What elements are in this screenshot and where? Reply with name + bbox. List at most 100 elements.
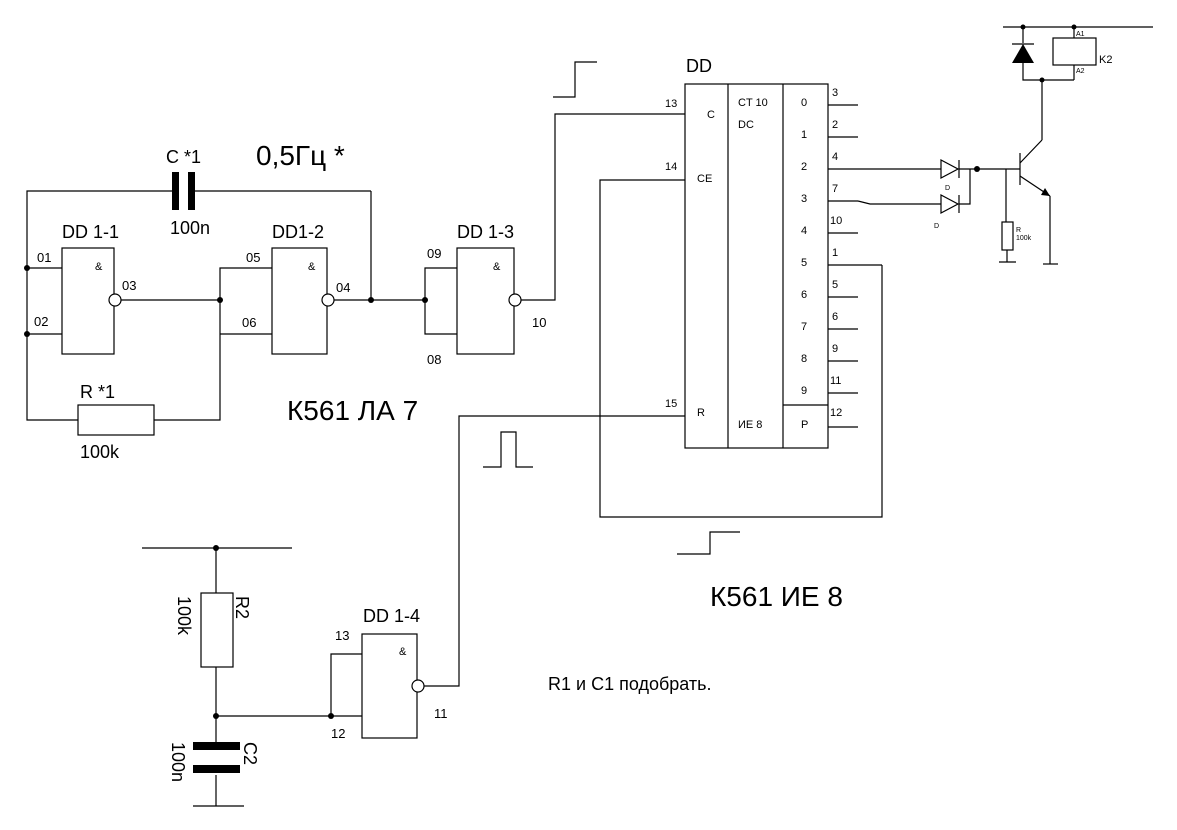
r1-name: R *1 bbox=[80, 382, 115, 402]
gate-dd1-2-name: DD1-2 bbox=[272, 222, 324, 242]
junction-dot bbox=[368, 297, 374, 303]
pulse-waveform bbox=[483, 431, 533, 468]
c2-value: 100n bbox=[168, 742, 188, 782]
counter-dd: DD CT 10 DC ИЕ 8 C 13 CE 14 R 15 0 1 2 3… bbox=[665, 56, 882, 449]
junction-dot bbox=[974, 166, 980, 172]
input-label: CE bbox=[697, 173, 712, 185]
pin-label: 4 bbox=[832, 151, 838, 163]
transistor bbox=[1019, 78, 1058, 265]
gate-dd1-4-name: DD 1-4 bbox=[363, 606, 420, 626]
relay-pin-label: A2 bbox=[1076, 68, 1085, 75]
pin-label: 10 bbox=[830, 215, 842, 227]
gate-dd1-4: & DD 1-4 13 12 11 bbox=[331, 606, 448, 741]
gate-dd1-3: & DD 1-3 09 08 10 bbox=[427, 222, 546, 367]
output-label: 4 bbox=[801, 225, 807, 237]
resistor-value: 100k bbox=[1016, 235, 1032, 242]
r1-value: 100k bbox=[80, 442, 120, 462]
pin-label: 04 bbox=[336, 280, 350, 295]
c1-value: 100n bbox=[170, 218, 210, 238]
counter-name: DD bbox=[686, 56, 712, 76]
r2-name: R2 bbox=[232, 596, 252, 619]
pin-label: 02 bbox=[34, 314, 48, 329]
resistor-label: R bbox=[1016, 227, 1021, 234]
counter-type: CT 10 bbox=[738, 97, 768, 109]
resistor-r1: R *1 100k bbox=[77, 382, 155, 462]
pin-label: 06 bbox=[242, 315, 256, 330]
reset-wire bbox=[424, 415, 685, 687]
pin-label: 9 bbox=[832, 343, 838, 355]
pin-label: 14 bbox=[665, 161, 677, 173]
chip-label-la7: К561 ЛА 7 bbox=[287, 395, 418, 426]
and-symbol: & bbox=[95, 261, 103, 273]
oscillator-wiring bbox=[26, 113, 685, 421]
junction-dot bbox=[213, 545, 219, 551]
junction-dot bbox=[213, 713, 219, 719]
and-symbol: & bbox=[308, 261, 316, 273]
pin-label: 6 bbox=[832, 311, 838, 323]
output-label: 2 bbox=[801, 161, 807, 173]
pin-label: 1 bbox=[832, 247, 838, 259]
relay-pin-label: A1 bbox=[1076, 31, 1085, 38]
r2-value: 100k bbox=[174, 596, 194, 636]
diode-1: D bbox=[940, 159, 978, 192]
step-waveform bbox=[677, 531, 740, 555]
diode-label: D bbox=[934, 223, 939, 230]
gate-dd1-1-name: DD 1-1 bbox=[62, 222, 119, 242]
chip-label-ie8: К561 ИЕ 8 bbox=[710, 581, 843, 612]
output-label: P bbox=[801, 419, 808, 431]
output-label: 7 bbox=[801, 321, 807, 333]
gate-dd1-3-name: DD 1-3 bbox=[457, 222, 514, 242]
gate-dd1-2: & DD1-2 05 06 04 bbox=[242, 222, 350, 355]
c1-name: C *1 bbox=[166, 147, 201, 167]
output-label: 5 bbox=[801, 257, 807, 269]
resistor-rb: R 100k bbox=[999, 221, 1032, 263]
pin-label: 13 bbox=[335, 628, 349, 643]
output-label: 6 bbox=[801, 289, 807, 301]
adjust-note: R1 и C1 подобрать. bbox=[548, 674, 712, 694]
pin-label: 12 bbox=[331, 726, 345, 741]
resistor-r2: R2 100k bbox=[174, 592, 252, 668]
pin-label: 10 bbox=[532, 315, 546, 330]
diode-2: D bbox=[934, 169, 971, 230]
counter-type: DC bbox=[738, 119, 754, 131]
output-label: 0 bbox=[801, 97, 807, 109]
input-label: R bbox=[697, 407, 705, 419]
pin-label: 15 bbox=[665, 398, 677, 410]
pin-label: 11 bbox=[830, 375, 841, 387]
junction-dot bbox=[24, 265, 30, 271]
output-label: 3 bbox=[801, 193, 807, 205]
step-waveform bbox=[553, 61, 597, 98]
c2-name: C2 bbox=[240, 742, 260, 765]
pin-label: 01 bbox=[37, 250, 51, 265]
capacitor-c1: C *1 100n bbox=[166, 147, 210, 238]
reset-network bbox=[142, 547, 362, 807]
pin-label: 2 bbox=[832, 119, 838, 131]
ce-loop-wire bbox=[599, 179, 883, 518]
junction-dot bbox=[24, 331, 30, 337]
frequency-label: 0,5Гц * bbox=[256, 140, 345, 171]
pin-label: 03 bbox=[122, 278, 136, 293]
pin-label: 3 bbox=[832, 87, 838, 99]
pin-label: 7 bbox=[832, 183, 838, 195]
gate-dd1-1: & DD 1-1 01 02 03 bbox=[34, 222, 136, 355]
junction-dot bbox=[217, 297, 223, 303]
relay-k2: A1 A2 K2 bbox=[1003, 24, 1153, 83]
pin-label: 08 bbox=[427, 352, 441, 367]
pin-label: 09 bbox=[427, 246, 441, 261]
pin-label: 05 bbox=[246, 250, 260, 265]
counter-type: ИЕ 8 bbox=[738, 419, 762, 431]
relay-name: K2 bbox=[1099, 54, 1112, 66]
wire bbox=[857, 200, 941, 205]
and-symbol: & bbox=[493, 261, 501, 273]
output-label: 8 bbox=[801, 353, 807, 365]
junction-dot bbox=[328, 713, 334, 719]
and-symbol: & bbox=[399, 646, 407, 658]
pin-label: 5 bbox=[832, 279, 838, 291]
output-label: 1 bbox=[801, 129, 807, 141]
diode-label: D bbox=[945, 185, 950, 192]
pin-label: 13 bbox=[665, 98, 677, 110]
pin-label: 11 bbox=[434, 706, 448, 721]
junction-dot bbox=[422, 297, 428, 303]
output-label: 9 bbox=[801, 385, 807, 397]
